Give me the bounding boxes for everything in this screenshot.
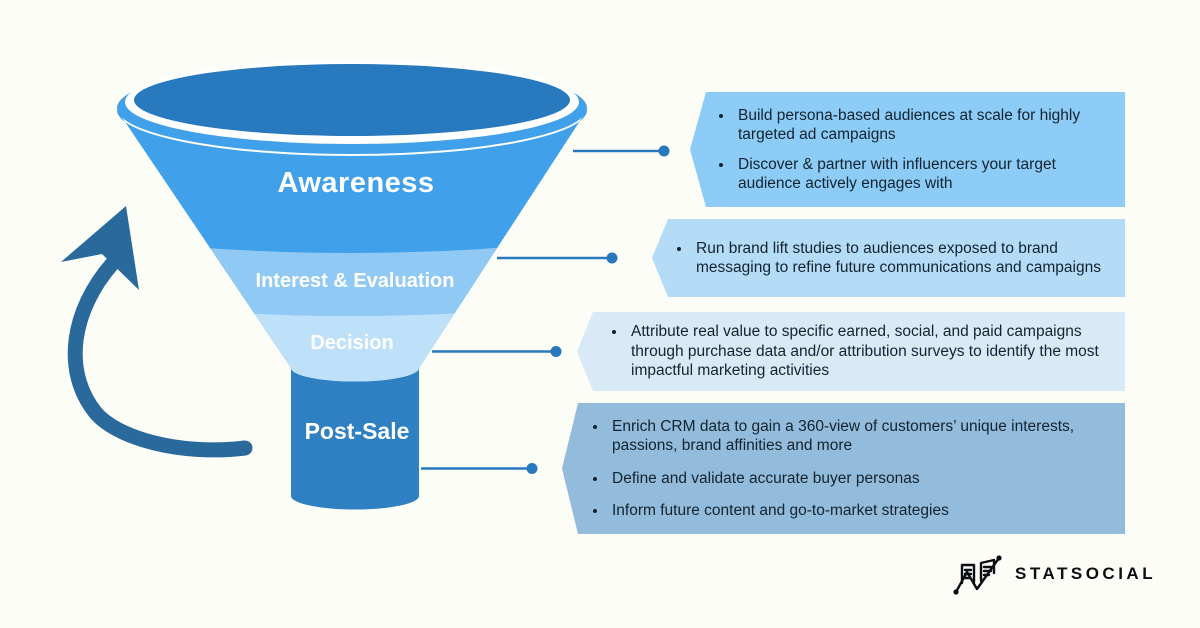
funnel-stage-label-interest-evaluation: Interest & Evaluation	[255, 270, 455, 292]
funnel-stem-top-edge	[291, 354, 419, 382]
connector-dot-post-sale	[526, 463, 538, 474]
funnel-stage-label-decision: Decision	[310, 332, 394, 354]
callout-bullet: Inform future content and go-to-market s…	[608, 501, 1102, 521]
funnel-stage-label-post-sale: Post-Sale	[304, 418, 410, 444]
statsocial-logo-icon	[953, 555, 1002, 595]
callout-bullet: Attribute real value to specific earned,…	[627, 322, 1101, 381]
connector-dots	[526, 145, 670, 474]
statsocial-logo-text: STATSOCIAL	[1015, 564, 1157, 583]
callout-post-sale: Enrich CRM data to gain a 360-view of cu…	[562, 403, 1125, 534]
connector-dot-interest	[606, 252, 618, 264]
callout-bullet: Run brand lift studies to audiences expo…	[692, 239, 1104, 278]
callout-decision: Attribute real value to specific earned,…	[577, 312, 1125, 391]
connectors	[421, 149, 664, 470]
statsocial-logo: STATSOCIAL	[948, 551, 1156, 597]
funnel-top-opening	[134, 64, 570, 136]
callout-bullet: Define and validate accurate buyer perso…	[608, 469, 1102, 489]
callout-bullet: Discover & partner with influencers your…	[734, 155, 1088, 194]
callout-awareness: Build persona-based audiences at scale f…	[690, 92, 1125, 207]
connector-dot-awareness	[658, 145, 670, 157]
connector-dot-decision	[550, 346, 562, 357]
funnel-stem-post-sale	[291, 368, 419, 510]
loop-back-arrow-icon	[61, 206, 253, 458]
funnel-stage-label-awareness: Awareness	[277, 167, 435, 199]
callout-interest-evaluation: Run brand lift studies to audiences expo…	[652, 219, 1125, 297]
callout-bullet: Enrich CRM data to gain a 360-view of cu…	[608, 417, 1102, 456]
callout-bullet: Build persona-based audiences at scale f…	[734, 106, 1088, 145]
